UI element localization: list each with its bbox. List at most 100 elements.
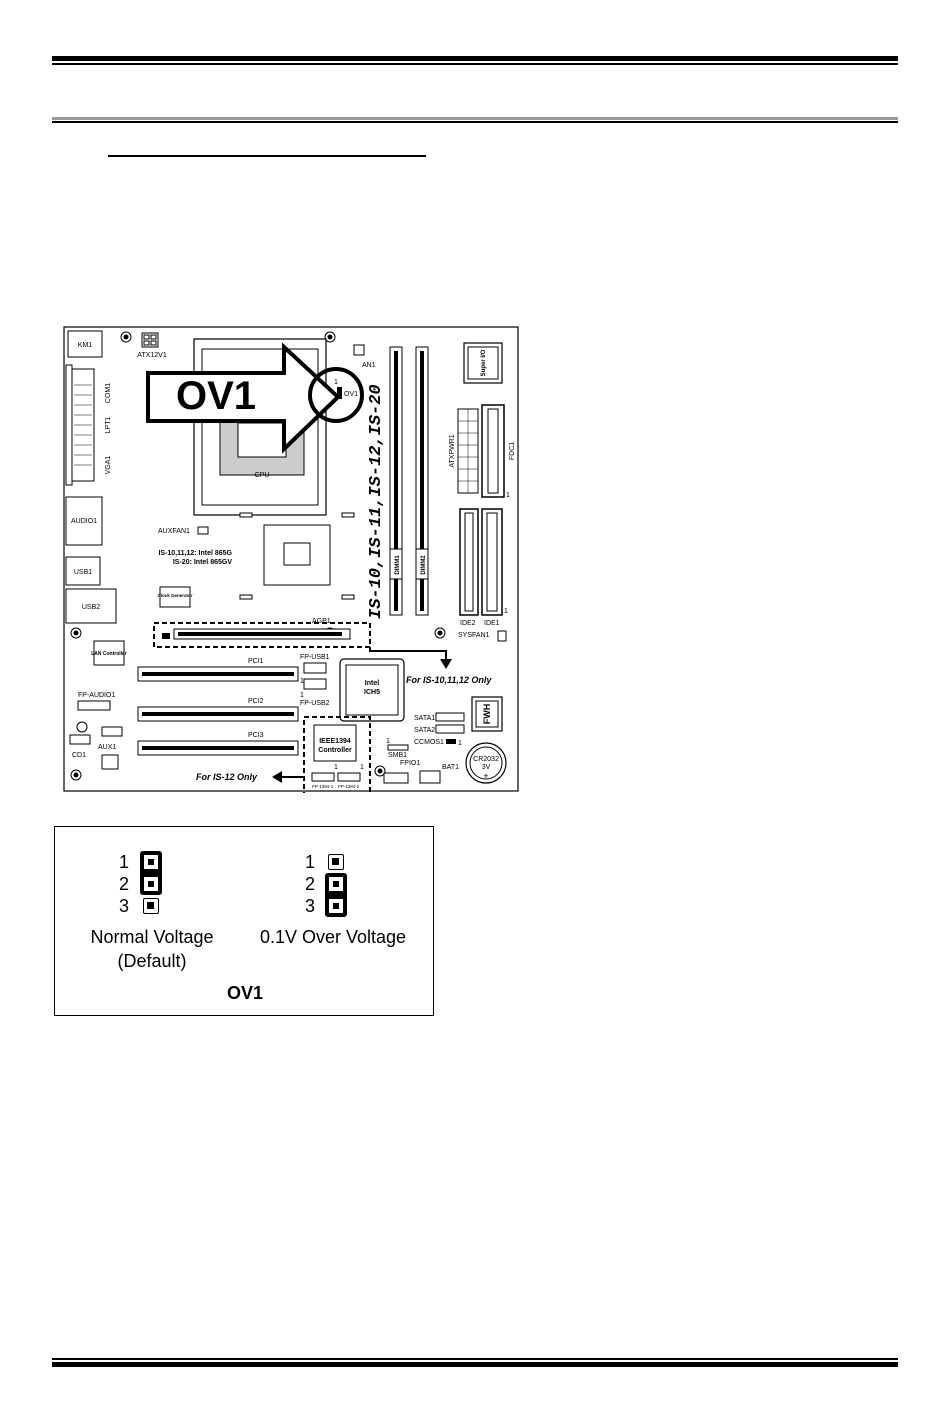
chipset-label-2: IS-20: Intel 865GV (173, 559, 232, 566)
com1-label: COM1 (105, 383, 112, 403)
km1-label: KM1 (78, 342, 93, 349)
bat1-label: BAT1 (442, 764, 459, 771)
svg-text:1: 1 (334, 764, 338, 771)
clock-generator-chip (159, 586, 191, 608)
pci3-label: PCI3 (248, 732, 264, 739)
dimm1-label: DIMM1 (395, 555, 401, 575)
auxfan1-header (197, 526, 209, 535)
left-pin-num-2: 2 (118, 874, 129, 894)
svg-text:1: 1 (300, 678, 304, 685)
for-is101112-label: For IS-10,11,12 Only (406, 675, 492, 685)
ieee-label-2: Controller (318, 747, 352, 754)
battery-label-1: CR2032 (473, 756, 499, 763)
fwh-label: FWH (482, 704, 492, 725)
left-pin-3 (143, 898, 159, 914)
fp1394-2-label: FP-1394-2 (338, 784, 360, 789)
ov1-callout-text: OV1 (176, 374, 256, 418)
ccmos1-label: CCMOS1 (414, 739, 444, 746)
pci2-label: PCI2 (248, 698, 264, 705)
vga1-label: VGA1 (105, 456, 112, 475)
sata2-label: SATA2 (414, 727, 435, 734)
ov1-arrow-callout (146, 342, 341, 454)
sysfan1-label: SYSFAN1 (458, 632, 490, 639)
audio-codec-chip (101, 754, 119, 770)
fp1394-2-header (337, 772, 361, 782)
svg-text:+: + (483, 771, 488, 781)
fp-audio1-label: FP-AUDIO1 (78, 692, 115, 699)
title-underline (108, 155, 426, 157)
left-pin-num-1: 1 (118, 852, 129, 872)
footer-rule-thick (52, 1362, 898, 1367)
ieee1394-chip (313, 724, 357, 762)
ieee1394-dashed-box (303, 716, 371, 793)
normal-default-caption: (Default) (117, 951, 187, 971)
svg-text:1: 1 (300, 692, 304, 699)
agp-dashed-box (153, 622, 371, 648)
svg-text:1: 1 (360, 764, 364, 771)
right-jumper-cap (325, 873, 347, 917)
pci1-label: PCI1 (248, 658, 264, 665)
smb1-header (387, 744, 409, 751)
fp-audio1-header (77, 700, 111, 711)
right-pin-num-3: 3 (304, 896, 315, 916)
left-jumper-cap (140, 851, 162, 895)
clock-gen-label: Clock Generator (157, 593, 192, 598)
lan-label: LAN Controller (91, 651, 127, 657)
cd1-connector (69, 734, 91, 745)
is101112-pointer-line (369, 647, 447, 661)
atxpwr1-label: ATXPWR1 (449, 434, 456, 467)
over-voltage-caption: 0.1V Over Voltage (259, 927, 407, 947)
ccmos1-jumper (446, 739, 456, 744)
fdc1-label: FDC1 (509, 442, 516, 460)
header-rule-thin (52, 63, 898, 65)
atx12v1-connector (141, 332, 159, 348)
ich5-label-1: Intel (365, 680, 379, 687)
usb1-port (65, 556, 101, 586)
header-rule-thick (52, 56, 898, 61)
aux1-connector (101, 726, 123, 737)
ide2-label: IDE2 (460, 620, 476, 627)
fpio1-header (383, 772, 409, 784)
aux1-label: AUX1 (98, 744, 116, 751)
right-pin-1 (328, 854, 344, 870)
ieee-label-1: IEEE1394 (319, 738, 351, 745)
model-vertical-label: IS-10,IS-11,IS-12,IS-20 (367, 384, 386, 619)
dimm2-label: DIMM2 (421, 555, 427, 575)
usb1-label: USB1 (74, 569, 92, 576)
ov1-small-label: OV1 (344, 391, 358, 398)
battery-label-2: 3V (482, 764, 491, 771)
agp1-label: AGP1 (312, 618, 331, 625)
for-is12-label: For IS-12 Only (196, 772, 258, 782)
chipset-label-1: IS-10,11,12: Intel 865G (158, 550, 232, 557)
svg-text:1: 1 (458, 740, 462, 747)
fp1394-1-header (311, 772, 335, 782)
audio1-port (65, 496, 103, 546)
sysfan1-header (497, 630, 507, 642)
cpufan-label: AN1 (362, 362, 376, 369)
sata2-port (435, 724, 465, 734)
sata1-label: SATA1 (414, 715, 435, 722)
sata1-port (435, 712, 465, 722)
fp-usb1-header (303, 662, 327, 674)
fp-usb2-header (303, 678, 327, 690)
ov1-jumper-setting-box: 1 2 3 1 2 3 Normal Voltage (Default) 0.1… (54, 826, 434, 1016)
normal-voltage-caption: Normal Voltage (90, 927, 214, 947)
right-pin-num-1: 1 (304, 852, 315, 872)
motherboard-diagram: KM1 COM1 LPT1 VGA1 AUDIO1 USB1 USB2 ATX1… (63, 326, 519, 793)
cpu-label: CPU (255, 472, 270, 479)
footer-rule-thin (52, 1358, 898, 1360)
km1-port (67, 330, 103, 358)
fp1394-1-label: FP-1394-1 (312, 784, 334, 789)
svg-text:1: 1 (504, 608, 508, 615)
ov1-jumper-small (337, 387, 342, 399)
smb1-label: SMB1 (388, 752, 407, 759)
auxfan1-label: AUXFAN1 (158, 528, 190, 535)
atx12v1-label: ATX12V1 (137, 352, 167, 359)
right-pin-num-2: 2 (304, 874, 315, 894)
audio1-label: AUDIO1 (71, 518, 97, 525)
fp-usb2-label: FP-USB2 (300, 700, 330, 707)
section-rule-grey (52, 117, 898, 120)
jumper-title: OV1 (226, 983, 264, 1003)
ov1-small-pin1: 1 (334, 379, 338, 386)
lpt1-label: LPT1 (105, 417, 112, 434)
